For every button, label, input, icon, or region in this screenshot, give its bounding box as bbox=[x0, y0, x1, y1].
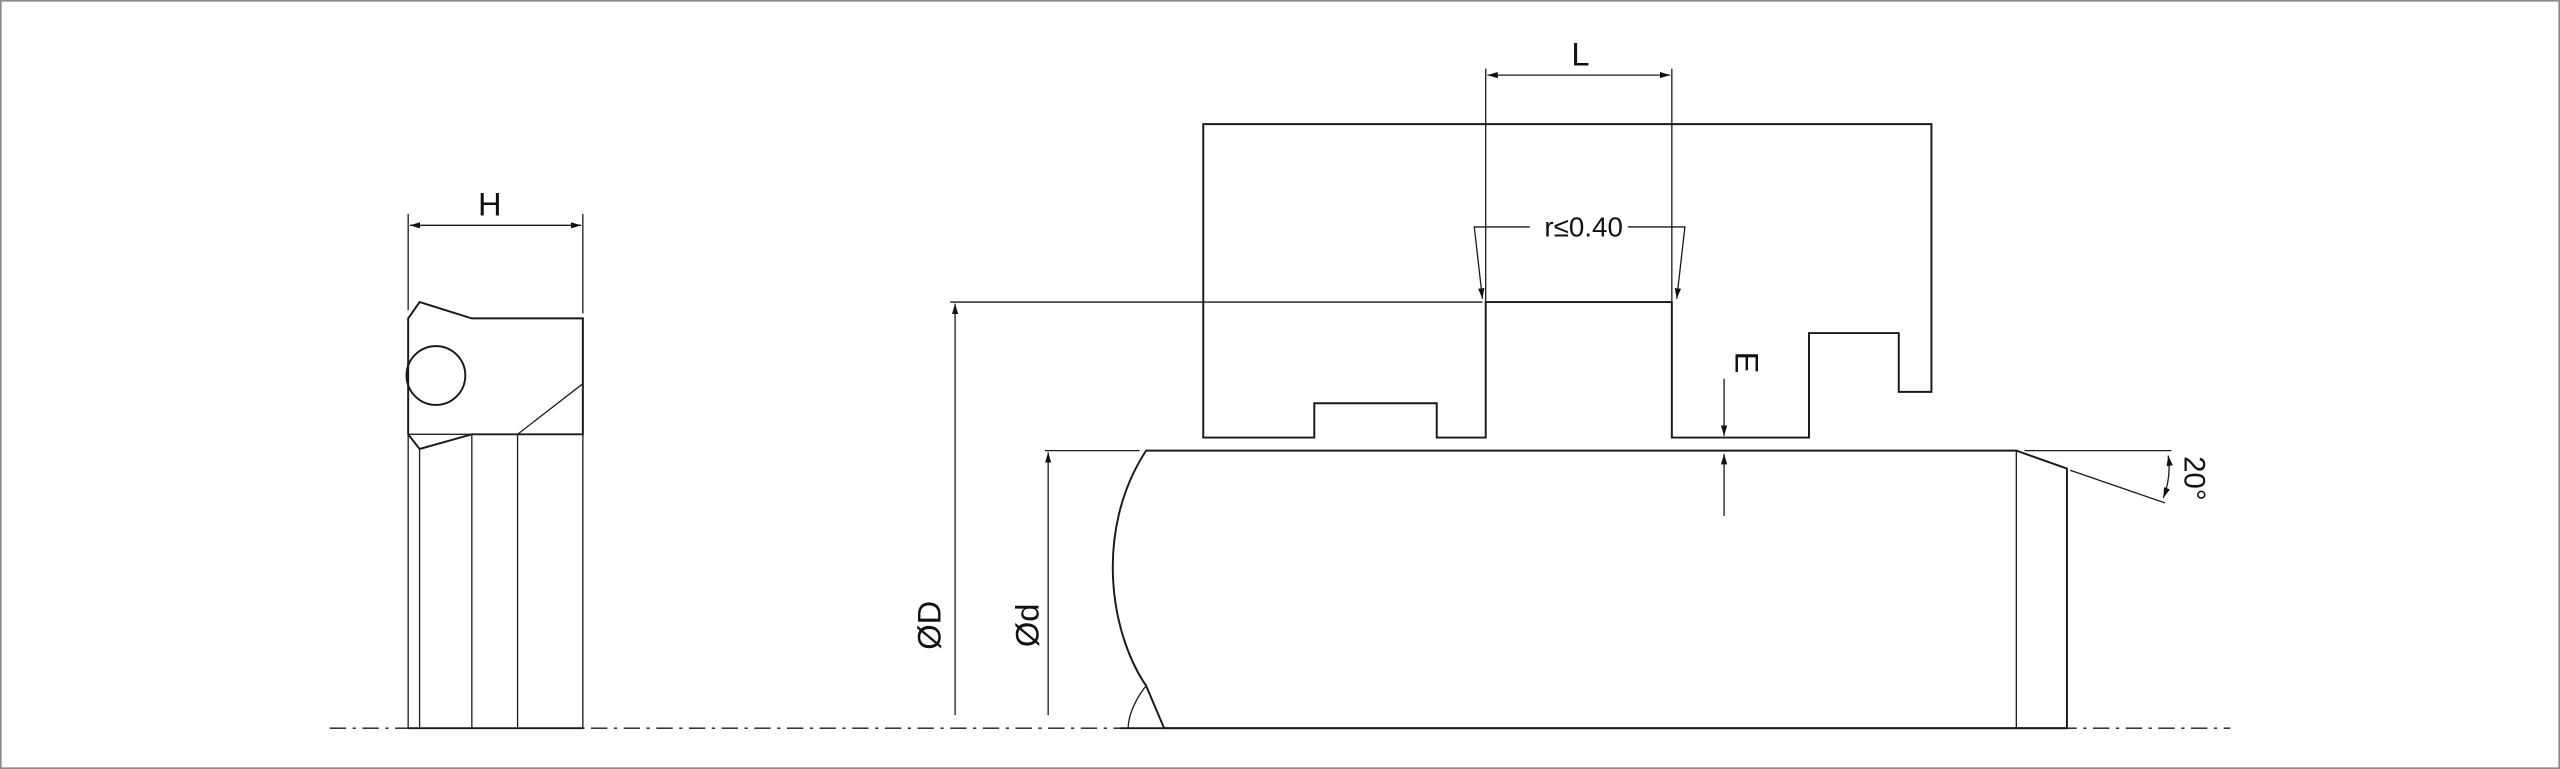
label-rod-diameter: Ød bbox=[1008, 604, 1045, 648]
label-bore-diameter: ØD bbox=[910, 601, 947, 650]
label-angle: 20° bbox=[2177, 456, 2210, 500]
label-l: L bbox=[1571, 35, 1589, 72]
dimension-bore-diameter: ØD bbox=[910, 301, 1669, 716]
seal-profile bbox=[405, 300, 584, 730]
housing bbox=[1202, 123, 1933, 439]
label-h: H bbox=[478, 186, 502, 223]
dimension-rod-diameter: Ød bbox=[1008, 449, 1140, 716]
dimension-h: H bbox=[407, 186, 584, 314]
dimension-e: E bbox=[1720, 352, 1766, 516]
label-radius: r≤0.40 bbox=[1544, 212, 1622, 243]
o-ring bbox=[405, 345, 467, 406]
label-e: E bbox=[1729, 352, 1766, 374]
dimension-chamfer-angle: 20° bbox=[2024, 449, 2210, 504]
radius-callout: r≤0.40 bbox=[1473, 212, 1686, 299]
dimension-l: L bbox=[1485, 35, 1673, 303]
shaft bbox=[1111, 449, 2068, 730]
